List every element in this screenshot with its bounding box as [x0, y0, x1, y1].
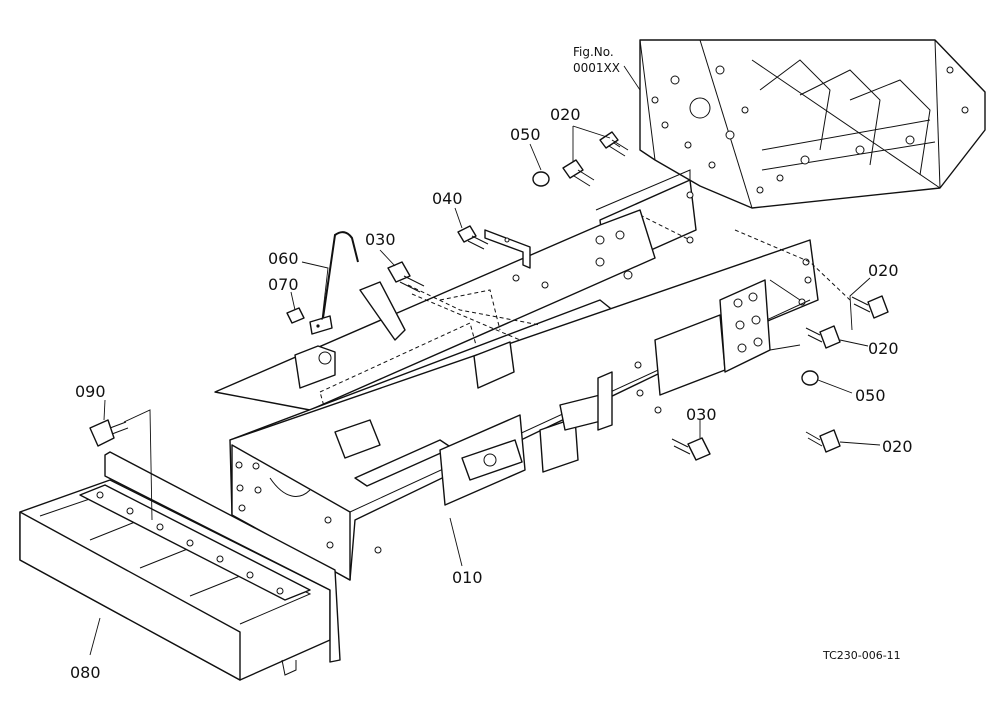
bracket-040 [484, 229, 531, 269]
washer-050-top [532, 171, 550, 187]
main-frame [214, 209, 819, 581]
bolt-020-top-2 [562, 159, 595, 187]
fig-no-value: 0001XX [573, 61, 620, 75]
bolt-070 [286, 307, 305, 324]
guide-line [411, 293, 521, 341]
bolt-020-right-3 [805, 429, 841, 453]
callout-010: 010 [452, 568, 483, 587]
callout-090: 090 [75, 382, 106, 401]
fig-no-label: Fig.No. [573, 45, 614, 59]
callout-020-right-2: 020 [868, 339, 899, 358]
guide-line [407, 284, 541, 326]
drawing-code: TC230-006-11 [822, 649, 901, 662]
bolt-090 [89, 419, 129, 447]
bolt-020-right-1 [851, 295, 889, 319]
callout-080: 080 [70, 663, 101, 682]
rod-060 [309, 231, 359, 335]
bolt-030-right [671, 437, 711, 461]
guide-bar [359, 281, 406, 341]
callout-030-right: 030 [686, 405, 717, 424]
leader-lines [89, 125, 881, 656]
callout-060: 060 [268, 249, 299, 268]
callout-050-top: 050 [510, 125, 541, 144]
front-bracket-080 [19, 451, 341, 681]
bolt-040 [457, 225, 489, 250]
callout-070: 070 [268, 275, 299, 294]
callout-040: 040 [432, 189, 463, 208]
callout-020-right-1: 020 [868, 261, 899, 280]
callout-030-top: 030 [365, 230, 396, 249]
bolt-020-top-1 [599, 131, 629, 157]
callout-020-top: 020 [550, 105, 581, 124]
engine-block [639, 39, 986, 209]
fig-no-leader [623, 65, 641, 91]
callout-050-right: 050 [855, 386, 886, 405]
bolt-030-top [387, 261, 425, 293]
washer-050-right [801, 370, 819, 386]
callout-020-right-3: 020 [882, 437, 913, 456]
bolt-020-right-2 [805, 325, 841, 349]
